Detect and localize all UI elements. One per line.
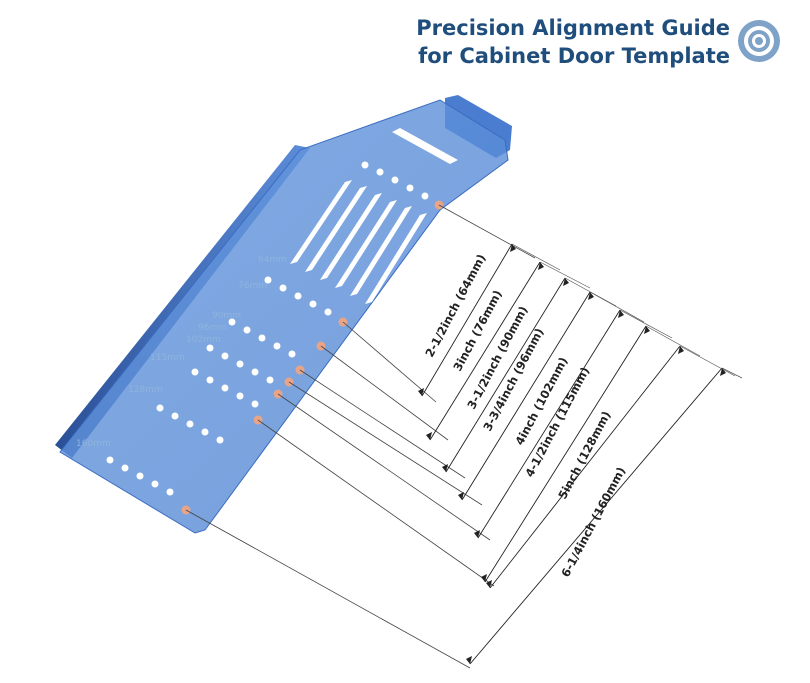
dimension-tick-lines (511, 243, 743, 379)
arrow-heads (418, 244, 726, 664)
side-label: 76mm (238, 281, 267, 291)
target-icon (738, 20, 780, 62)
side-label: 115mm (150, 353, 185, 363)
side-label: 128mm (128, 385, 163, 395)
leader-lines (185, 204, 536, 669)
dimension-labels: 2-1/2inch (64mm) 3inch (76mm) 3-1/2inch … (422, 252, 628, 580)
template-holes (106, 161, 429, 496)
template-slots (290, 180, 427, 304)
side-label: 96mm (198, 323, 227, 333)
side-label: 160mm (76, 439, 111, 449)
page-title: Precision Alignment Guide for Cabinet Do… (416, 14, 730, 70)
template-plate (59, 99, 509, 534)
title-line-2: for Cabinet Door Template (418, 44, 730, 68)
side-label: 102mm (186, 335, 221, 345)
title-line-1: Precision Alignment Guide (416, 16, 730, 40)
dimension-arrows (421, 243, 723, 665)
template-top-slot (392, 128, 458, 164)
template-side-labels: 64mm 76mm 90mm 96mm 102mm 115mm 128mm 16… (76, 255, 287, 449)
side-label: 90mm (212, 311, 241, 321)
side-label: 64mm (258, 255, 287, 265)
